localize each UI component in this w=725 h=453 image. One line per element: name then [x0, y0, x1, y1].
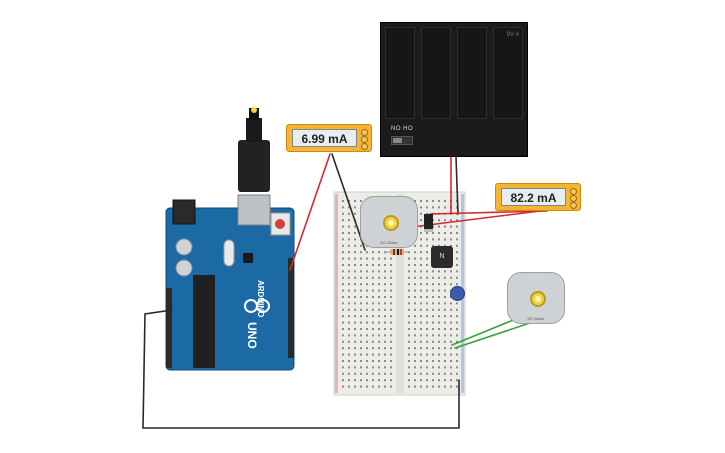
- ammeter-left-display: 6.99 mA: [292, 129, 357, 147]
- dc-motor-on-breadboard[interactable]: DC Motor: [360, 196, 418, 248]
- ammeter-left-terminal-mid[interactable]: [361, 136, 368, 143]
- ammeter-left[interactable]: 6.99 mA: [286, 124, 372, 152]
- motor-tag: DC Motor: [380, 240, 398, 245]
- battery-pack[interactable]: 9V 4 NO HO: [380, 22, 528, 157]
- battery-switch-label: NO HO: [391, 126, 414, 132]
- wire-green-to-motor-2: [454, 319, 540, 349]
- arduino-uno-board[interactable]: [165, 194, 295, 371]
- capacitor[interactable]: [450, 286, 465, 301]
- battery-power-switch[interactable]: [391, 136, 413, 145]
- ammeter-right-terminal-mid[interactable]: [570, 195, 577, 202]
- motor-tag: DC Motor: [527, 316, 545, 321]
- wire-red-meter-right-2: [429, 210, 548, 215]
- ammeter-right[interactable]: 82.2 mA: [495, 183, 581, 211]
- battery-capacity-label: 9V 4: [506, 32, 519, 38]
- wire-red-meter-right-1: [411, 210, 541, 228]
- dc-motor-external[interactable]: DC Motor: [507, 272, 565, 324]
- ammeter-right-terminal-top[interactable]: [570, 188, 577, 195]
- motor-shaft-icon: [383, 215, 399, 231]
- transistor[interactable]: N: [431, 246, 453, 268]
- diode[interactable]: [424, 214, 433, 232]
- resistor[interactable]: [384, 249, 410, 255]
- battery-cell: [385, 27, 415, 119]
- ammeter-left-terminal-top[interactable]: [361, 129, 368, 136]
- battery-cell: [493, 27, 523, 119]
- motor-shaft-icon: [530, 291, 546, 307]
- ammeter-right-terminal-bottom[interactable]: [570, 202, 577, 209]
- arduino-model-label: UNO: [245, 322, 259, 349]
- arduino-brand-label: ARDUINO: [256, 280, 265, 317]
- ammeter-right-display: 82.2 mA: [501, 188, 566, 206]
- wire-red-arduino-pin-to-meter: [289, 153, 331, 271]
- wire-black-meter-to-breadboard: [331, 153, 366, 251]
- ammeter-left-terminal-bottom[interactable]: [361, 143, 368, 150]
- usb-cable[interactable]: [238, 107, 270, 192]
- wires[interactable]: [142, 153, 548, 429]
- battery-cell: [421, 27, 451, 119]
- battery-cell: [457, 27, 487, 119]
- wire-black-arduino-gnd-loop: [142, 309, 460, 429]
- wire-black-battery-to-rail: [455, 156, 459, 215]
